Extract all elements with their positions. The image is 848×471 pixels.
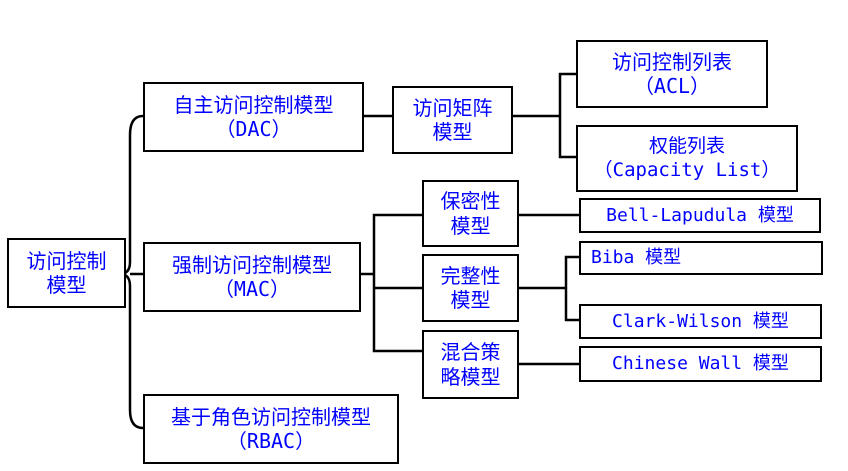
biba-node: Biba 模型 [579,241,823,275]
matrix-node-line2: 模型 [432,120,473,144]
root-node: 访问控制 模型 [7,238,126,308]
hybrid-node-line1: 混合策 [440,340,501,365]
mac-node-line2: （MAC） [213,277,291,301]
dac-node: 自主访问控制模型 （DAC） [143,82,364,152]
capability-node: 权能列表 （Capacity List） [576,125,798,192]
bell-lapudula-node: Bell-Lapudula 模型 [579,198,821,233]
bell-lapudula-label: Bell-Lapudula 模型 [606,204,794,226]
capability-node-line2: （Capacity List） [593,158,781,181]
confidentiality-node: 保密性 模型 [422,180,519,247]
matrix-node-line1: 访问矩阵 [412,95,493,120]
confidentiality-node-line2: 模型 [450,213,491,238]
biba-label: Biba 模型 [591,247,682,269]
mac-bracket [372,213,422,353]
matrix-brace [513,72,576,159]
confidentiality-node-line1: 保密性 [440,189,501,214]
dac-node-line1: 自主访问控制模型 [173,92,334,117]
chinese-wall-label: Chinese Wall 模型 [612,353,789,375]
acl-node-line1: 访问控制列表 [612,49,732,74]
root-node-line1: 访问控制 [26,248,107,273]
integrity-bracket [564,255,579,322]
clark-wilson-node: Clark-Wilson 模型 [579,304,822,339]
acl-node: 访问控制列表 （ACL） [576,40,768,108]
integrity-node: 完整性 模型 [422,254,519,322]
capability-node-line1: 权能列表 [648,135,725,158]
matrix-node: 访问矩阵 模型 [392,86,513,154]
acl-node-line2: （ACL） [633,74,711,98]
clark-wilson-label: Clark-Wilson 模型 [612,310,789,332]
rbac-node: 基于角色访问控制模型 （RBAC） [143,394,399,464]
integrity-node-line2: 模型 [450,288,491,312]
mac-node-line1: 强制访问控制模型 [172,252,332,277]
mac-node: 强制访问控制模型 （MAC） [143,242,361,312]
dac-node-line2: （DAC） [215,117,292,141]
root-node-line2: 模型 [46,273,87,297]
rbac-node-line2: （RBAC） [226,429,316,453]
hybrid-node-line2: 略模型 [440,364,501,389]
hybrid-node: 混合策 略模型 [422,330,519,399]
integrity-node-line1: 完整性 [440,263,501,288]
chinese-wall-node: Chinese Wall 模型 [579,346,822,382]
rbac-node-line1: 基于角色访问控制模型 [171,404,371,429]
